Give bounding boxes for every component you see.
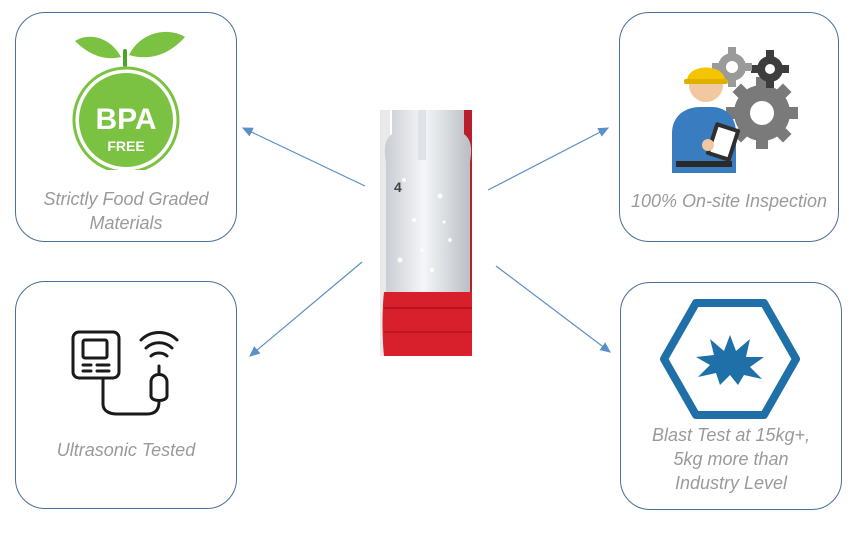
gear-mid <box>712 47 752 87</box>
free-text: FREE <box>107 138 144 154</box>
blast-test-caption: Blast Test at 15kg+, 5kg more than Indus… <box>652 425 810 493</box>
arrow-to-ultrasonic-card <box>249 261 363 357</box>
arrow-to-inspection-card <box>487 127 610 191</box>
arrow-to-blast-card <box>495 265 611 353</box>
hexagon <box>660 299 800 419</box>
arrow-to-food-card <box>241 127 366 187</box>
inspection-caption: 100% On-site Inspection <box>630 191 828 211</box>
leaf-right <box>129 31 185 58</box>
wave-1 <box>149 351 169 358</box>
engineer-gears-icon <box>672 47 798 173</box>
inspection-card: 100% On-site Inspection <box>619 12 839 242</box>
probe-cable <box>101 376 161 416</box>
ultrasonic-card: Ultrasonic Tested <box>15 281 237 509</box>
gear-large <box>726 77 798 149</box>
leaf-left <box>75 36 121 59</box>
soda-bottle-image: 4 <box>380 110 472 356</box>
bpa-free-icon: BPA FREE <box>72 31 185 170</box>
food-grade-card: BPA FREE Strictly Food Graded Materials <box>15 12 237 242</box>
gear-small <box>751 50 789 88</box>
explosion-hexagon-icon <box>660 299 800 419</box>
bpa-text: BPA <box>95 103 156 136</box>
tester-device <box>71 330 121 380</box>
probe <box>149 373 169 402</box>
wave-2 <box>144 341 174 350</box>
hard-hat <box>687 67 725 81</box>
bottle-red-base <box>382 292 472 356</box>
blast-test-card: Blast Test at 15kg+, 5kg more than Indus… <box>620 282 842 510</box>
explosion-burst <box>696 335 764 385</box>
food-grade-caption: Strictly Food Graded Materials <box>43 189 209 233</box>
wave-3 <box>139 331 179 342</box>
ultrasonic-caption: Ultrasonic Tested <box>56 440 196 460</box>
bottle-marking: 4 <box>394 179 402 195</box>
ultrasonic-tester-icon <box>71 330 179 416</box>
